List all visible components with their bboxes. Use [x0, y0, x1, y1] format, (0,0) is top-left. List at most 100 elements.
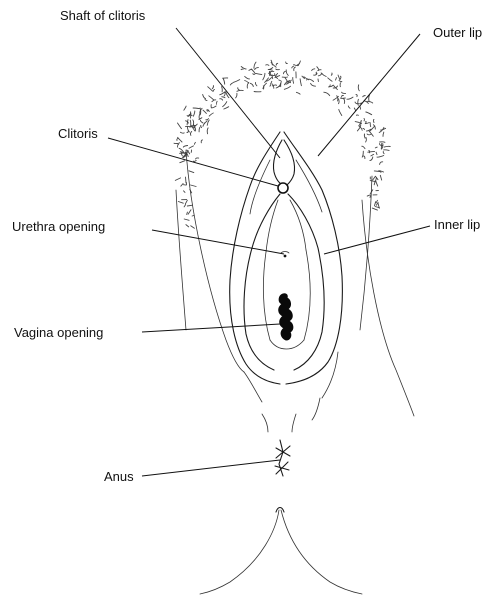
hair-stroke: [383, 132, 384, 136]
hair-stroke: [369, 131, 373, 136]
hair-stroke: [358, 99, 359, 105]
label-vagina-opening: Vagina opening: [14, 325, 103, 340]
hair-stroke: [339, 109, 342, 115]
hair-stroke: [343, 98, 344, 103]
hair-stroke: [178, 202, 183, 204]
hair-stroke: [369, 95, 370, 102]
hair-stroke: [199, 127, 200, 132]
hair-stroke: [238, 88, 240, 90]
label-inner-lip: Inner lip: [434, 217, 480, 232]
hair-stroke: [223, 78, 225, 84]
hair-stroke: [324, 92, 330, 95]
hair-stroke: [312, 69, 315, 71]
hair-stroke: [184, 191, 186, 193]
hair-stroke: [212, 86, 213, 89]
hair-stroke: [203, 110, 206, 113]
hair-stroke: [207, 128, 208, 134]
labels: Shaft of clitoris Outer lip Clitoris Ure…: [12, 8, 482, 484]
label-shaft-of-clitoris: Shaft of clitoris: [60, 8, 146, 23]
hair-stroke: [191, 226, 195, 229]
hair-stroke: [375, 202, 376, 206]
hair-stroke: [339, 99, 340, 104]
leader-outer-lip: [318, 34, 420, 156]
inner-lips: [244, 194, 324, 370]
hair-stroke: [276, 69, 280, 70]
hair-stroke: [213, 90, 214, 92]
hair-stroke: [207, 111, 209, 112]
leader-lines: [108, 28, 430, 476]
leader-urethra-opening: [152, 230, 284, 254]
hair-stroke: [201, 126, 202, 128]
hair-stroke: [337, 96, 338, 101]
hair-stroke: [189, 171, 194, 173]
hair-stroke: [373, 176, 376, 180]
hair-stroke: [241, 69, 243, 70]
hair-stroke: [384, 150, 390, 151]
hair-stroke: [364, 156, 365, 159]
hair-stroke: [339, 81, 342, 82]
hair-stroke: [293, 78, 294, 84]
leader-inner-lip: [324, 226, 430, 254]
hair-stroke: [263, 73, 265, 80]
hair-stroke: [368, 151, 375, 152]
hair-stroke: [372, 208, 377, 210]
hair-stroke: [188, 210, 191, 215]
buttocks-outline: [200, 508, 362, 595]
hair-stroke: [380, 175, 381, 180]
hair-stroke: [212, 100, 216, 102]
hair-stroke: [193, 111, 194, 116]
hair-stroke: [216, 101, 217, 104]
hair-stroke: [187, 120, 188, 125]
hair-stroke: [255, 73, 262, 74]
hair-stroke: [233, 80, 239, 83]
hair-stroke: [367, 195, 369, 196]
hair-stroke: [342, 96, 344, 98]
hair-stroke: [347, 97, 353, 99]
label-anus: Anus: [104, 469, 134, 484]
hair-stroke: [370, 123, 371, 127]
hair-stroke: [180, 161, 185, 163]
hair-stroke: [373, 119, 374, 122]
hair-stroke: [348, 106, 350, 108]
hair-stroke: [367, 134, 371, 135]
hair-stroke: [186, 177, 187, 183]
hair-stroke: [284, 86, 290, 89]
hair-stroke: [247, 83, 249, 89]
hair-stroke: [284, 71, 286, 74]
hair-stroke: [199, 113, 200, 119]
hair-stroke: [189, 146, 194, 148]
hair-stroke: [328, 78, 332, 82]
urethra-opening: [281, 252, 289, 258]
hair-stroke: [206, 119, 209, 120]
hair-stroke: [183, 146, 187, 148]
hair-stroke: [200, 120, 203, 123]
hair-stroke: [193, 108, 200, 109]
hair-stroke: [181, 184, 183, 187]
hair-stroke: [187, 212, 188, 214]
leader-clitoris: [108, 138, 278, 186]
hair-stroke: [266, 65, 269, 66]
hair-stroke: [311, 83, 316, 86]
hair-stroke: [184, 219, 189, 220]
hair-stroke: [375, 147, 377, 148]
hair-stroke: [212, 106, 217, 108]
anus-mark: [275, 440, 290, 476]
hair-stroke: [178, 123, 182, 129]
hair-stroke: [190, 120, 191, 126]
hair-stroke: [292, 66, 294, 68]
hair-stroke: [250, 83, 253, 86]
hair-stroke: [377, 156, 384, 158]
hair-stroke: [180, 132, 184, 133]
hair-stroke: [384, 146, 390, 147]
hair-stroke: [362, 146, 365, 148]
hair-stroke: [255, 82, 256, 85]
hair-stroke: [201, 140, 202, 143]
vagina-opening: [279, 294, 293, 340]
hair-stroke: [363, 96, 365, 97]
pubic-hair: [174, 60, 390, 228]
hair-stroke: [358, 85, 359, 91]
hair-stroke: [364, 134, 365, 138]
leader-vagina-opening: [142, 324, 280, 332]
hair-stroke: [184, 205, 185, 207]
hair-stroke: [190, 132, 191, 136]
